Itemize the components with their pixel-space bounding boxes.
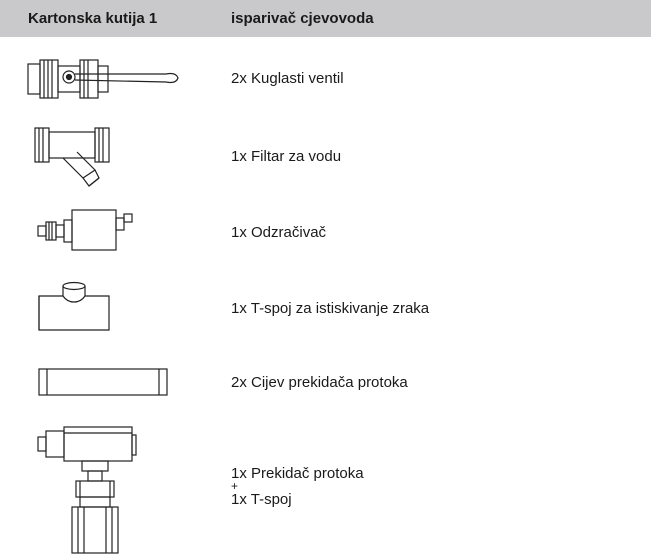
ball-valve-icon <box>26 56 186 102</box>
tee-fitting-air-release-icon <box>37 280 111 334</box>
list-item-label: 2x Kuglasti ventil <box>231 70 344 87</box>
flow-switch-icon <box>36 425 140 555</box>
tee-line: 1x T-spoj <box>231 491 292 508</box>
list-item-label: 2x Cijev prekidača protoka <box>231 374 408 391</box>
header-carton-label: Kartonska kutija 1 <box>28 10 158 27</box>
header-contents-label: isparivač cjevovoda <box>231 10 374 27</box>
air-vent-icon <box>36 208 136 252</box>
flow-switch-pipe-icon <box>37 367 169 397</box>
plus-line: + <box>231 479 239 493</box>
table-header: Kartonska kutija 1 isparivač cjevovoda <box>0 0 651 37</box>
water-filter-icon <box>33 126 113 188</box>
list-item-label: 1x Odzračivač <box>231 224 327 241</box>
list-item-label: 1x Filtar za vodu <box>231 148 342 165</box>
list-item-label: 1x Prekidač protoka + 1x T-spoj <box>231 466 364 507</box>
list-item-label: 1x T-spoj za istiskivanje zraka <box>231 300 430 317</box>
flow-switch-line: 1x Prekidač protoka <box>231 465 364 482</box>
